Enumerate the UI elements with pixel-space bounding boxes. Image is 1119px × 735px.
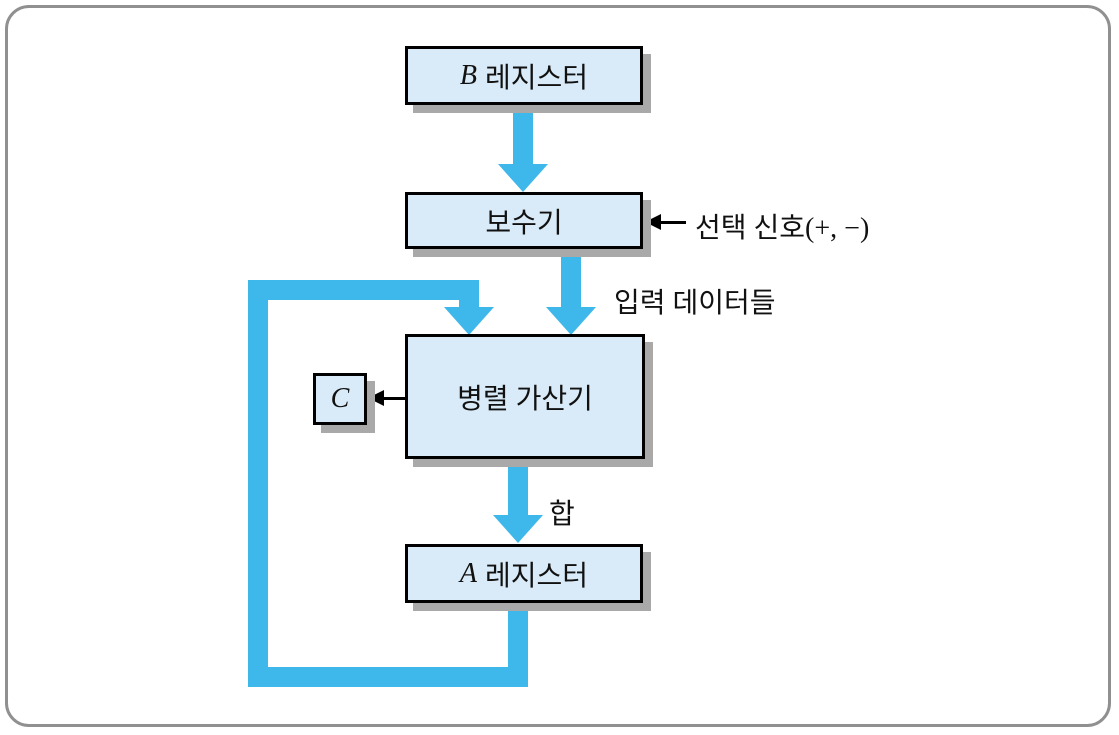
feedback-segment-down xyxy=(459,280,479,309)
feedback-arrowhead-icon xyxy=(444,307,494,335)
arrow-stem xyxy=(513,104,533,166)
input-data-label: 입력 데이터들 xyxy=(614,288,776,319)
sum-label: 합 xyxy=(549,499,575,530)
carry-box: C xyxy=(313,373,367,425)
feedback-segment-top xyxy=(248,280,479,300)
b-register-variable: B xyxy=(459,59,478,91)
arrow-down-head-icon xyxy=(546,307,596,335)
a-register-label: 레지스터 xyxy=(485,560,589,592)
arrow-line xyxy=(656,221,686,224)
complementer-label: 보수기 xyxy=(485,207,563,239)
b-register-label: 레지스터 xyxy=(485,62,589,94)
feedback-segment-left xyxy=(248,280,268,687)
carry-variable: C xyxy=(330,383,350,414)
feedback-segment-below-a xyxy=(508,602,528,687)
arrow-left-head-icon xyxy=(368,390,384,406)
parallel-adder-label: 병렬 가산기 xyxy=(457,383,593,415)
b-register-box: B 레지스터 xyxy=(405,46,643,105)
a-register-box: A 레지스터 xyxy=(405,544,643,603)
arrow-stem xyxy=(561,248,581,309)
arrow-left-head-icon xyxy=(645,214,661,230)
arrow-stem xyxy=(508,458,528,517)
complementer-box: 보수기 xyxy=(405,192,643,249)
feedback-segment-bottom xyxy=(248,667,528,687)
arrow-down-head-icon xyxy=(493,515,543,543)
arrow-line xyxy=(378,397,405,400)
a-register-variable: A xyxy=(459,557,478,589)
select-signal-label: 선택 신호(+, −) xyxy=(695,213,870,244)
arrow-down-head-icon xyxy=(498,164,548,192)
parallel-adder-box: 병렬 가산기 xyxy=(405,334,645,459)
